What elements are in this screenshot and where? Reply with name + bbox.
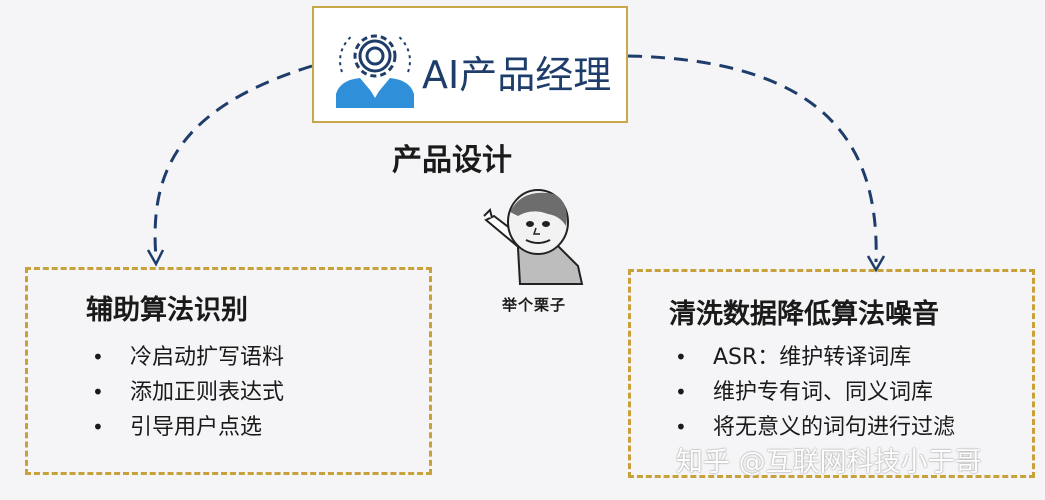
bullet: • — [92, 415, 104, 439]
bullet: • — [675, 380, 687, 404]
watermark: 知乎 @互联网科技小于哥 — [676, 447, 982, 478]
bullet: • — [92, 380, 104, 404]
right-arrowhead — [866, 255, 886, 273]
left-box: 辅助算法识别 • 冷启动扩写语料 • 添加正则表达式 • 引导用户点选 — [25, 267, 432, 475]
person-gear-icon — [332, 22, 418, 110]
center-label: 产品设计 — [392, 143, 512, 178]
list-item-text: 将无意义的词句进行过滤 — [713, 415, 956, 440]
list-item-text: ASR：维护转译词库 — [713, 345, 912, 370]
list-item: • 添加正则表达式 — [92, 375, 284, 410]
bullet: • — [675, 415, 687, 439]
right-box: 清洗数据降低算法噪音 • ASR：维护转译词库 • 维护专有词、同义词库 • 将无意义… — [628, 269, 1035, 478]
list-item: • 冷启动扩写语料 — [92, 340, 284, 375]
list-item: • 维护专有词、同义词库 — [675, 375, 955, 410]
bullet: • — [675, 345, 687, 369]
list-item: • 引导用户点选 — [92, 410, 284, 445]
left-arrowhead — [146, 249, 165, 267]
list-item: • ASR：维护转译词库 — [675, 340, 955, 375]
left-box-title: 辅助算法识别 — [86, 295, 248, 326]
list-item-text: 引导用户点选 — [130, 415, 263, 440]
right-box-title: 清洗数据降低算法噪音 — [669, 299, 939, 330]
right-box-list: • ASR：维护转译词库 • 维护专有词、同义词库 • 将无意义的词句进行过滤 — [675, 340, 955, 445]
left-arrow — [153, 64, 313, 259]
list-item-text: 维护专有词、同义词库 — [713, 380, 934, 405]
pointing-face-icon — [482, 186, 592, 286]
bullet: • — [92, 345, 104, 369]
list-item: • 将无意义的词句进行过滤 — [675, 410, 955, 445]
meme-caption: 举个栗子 — [502, 296, 567, 314]
left-box-list: • 冷启动扩写语料 • 添加正则表达式 • 引导用户点选 — [92, 340, 284, 445]
role-box: AI产品经理 — [312, 6, 628, 123]
role-title: AI产品经理 — [422, 53, 612, 97]
list-item-text: 冷启动扩写语料 — [130, 345, 285, 370]
right-arrow — [627, 54, 878, 263]
list-item-text: 添加正则表达式 — [130, 380, 285, 405]
